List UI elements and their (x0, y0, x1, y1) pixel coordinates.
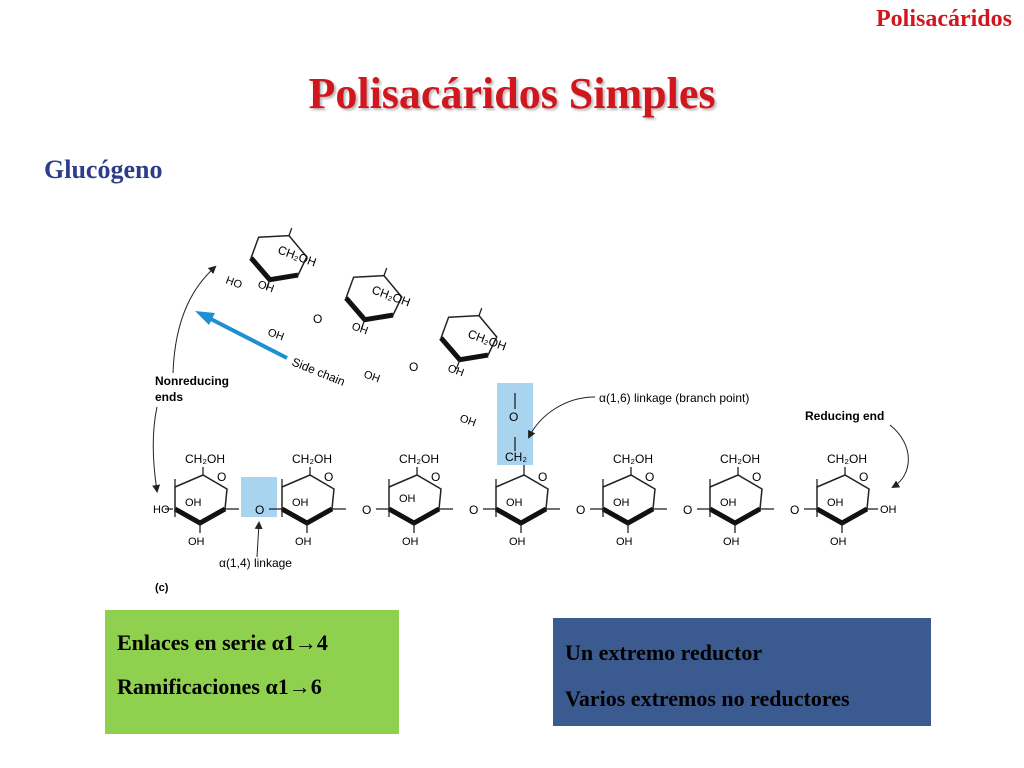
hydroxyl-label: OH (295, 536, 312, 548)
branch-oxygen: O (509, 410, 518, 424)
sugar-ring: CH₂OH O OH OH (815, 452, 870, 548)
hydroxyl-label: OH (506, 497, 523, 509)
branch-point-label: α(1,6) linkage (branch point) (599, 391, 749, 405)
section-label: Polisacáridos (876, 6, 1012, 32)
hydroxyl-label: OH (613, 497, 630, 509)
nonreducing-arrow-up (172, 265, 217, 374)
hydroxyl-label: OH (880, 504, 897, 516)
hydroxyl-label: OH (509, 536, 526, 548)
hydroxyl-label: OH (446, 363, 466, 380)
linkage-14-arrow (254, 521, 263, 558)
ch2oh-label: CH₂OH (370, 283, 412, 310)
side-chain-label: Side chain (290, 355, 347, 389)
hydroxyl-label: OH (350, 321, 370, 338)
nonreducing-label: Nonreducing (155, 374, 229, 388)
ch2oh-label: CH₂OH (276, 243, 318, 270)
side-chain-arrow (202, 313, 288, 360)
sugar-ring (344, 267, 403, 330)
branch-ring: O OH OH (494, 470, 549, 548)
ch2oh-label: CH₂OH (292, 452, 332, 466)
bridge-oxygen: O (576, 503, 585, 517)
reducing-end-label: Reducing end (805, 409, 884, 423)
bridge-oxygen: O (683, 503, 692, 517)
ch2oh-label: CH₂OH (613, 452, 653, 466)
ring-oxygen: O (217, 470, 226, 484)
ch2oh-label: CH₂OH (720, 452, 760, 466)
ring-oxygen: O (538, 470, 547, 484)
linkage-highlight (241, 477, 277, 517)
ch2oh-label: CH₂OH (827, 452, 867, 466)
reducing-end-text: Un extremo reductor (565, 640, 763, 665)
ch2oh-label: CH₂OH (185, 452, 225, 466)
ring-oxygen: O (859, 470, 868, 484)
side-chain-arrowhead (195, 311, 215, 325)
sugar-ring (439, 307, 498, 370)
alpha-linkages-box: Enlaces en serie α1→4 Ramificaciones α1→… (105, 610, 399, 734)
hydroxyl-label: OH (830, 536, 847, 548)
reducing-end-arrow (889, 424, 909, 489)
panel-label: (c) (155, 582, 169, 594)
linkage-14-label: α(1,4) linkage (219, 556, 292, 570)
glycogen-diagram: CH₂OH O OH OH HO CH₂OH O OH OH CH₂OH O O… (152, 227, 909, 594)
hydroxyl-label: OH (185, 497, 202, 509)
ring-oxygen: O (324, 470, 333, 484)
bridge-oxygen: O (255, 503, 264, 517)
ch2oh-label: CH₂OH (399, 452, 439, 466)
hydroxyl-label: OH (458, 413, 478, 430)
ring-oxygen: O (645, 470, 654, 484)
hydroxyl-label: OH (723, 536, 740, 548)
sugar-ring: CH₂OH O OH OH (601, 452, 656, 548)
hydroxyl-label: OH (827, 497, 844, 509)
serial-linkage-text: Enlaces en serie α1→4 (117, 630, 328, 655)
bridge-oxygen: O (409, 360, 418, 374)
bridge-oxygen: O (469, 503, 478, 517)
ring-oxygen: O (752, 470, 761, 484)
sugar-ring (249, 227, 308, 290)
sugar-ring: CH₂OH O OH OH (280, 452, 335, 548)
nonreducing-arrow-down (152, 406, 161, 493)
bridge-oxygen: O (790, 503, 799, 517)
hydroxyl-label: OH (188, 536, 205, 548)
hydroxyl-label: OH (616, 536, 633, 548)
ch2-label: CH₂ (505, 450, 527, 464)
sugar-ring: CH₂OH O OH OH (708, 452, 763, 548)
hydroxyl-label: OH (256, 279, 276, 296)
page-title: Polisacáridos Simples (308, 69, 716, 118)
nonreducing-label: ends (155, 390, 183, 404)
ring-oxygen: O (431, 470, 440, 484)
bridge-oxygen: O (362, 503, 371, 517)
ends-box: Un extremo reductor Varios extremos no r… (553, 618, 931, 726)
ch2oh-label: CH₂OH (466, 327, 508, 354)
hydroxyl-label: OH (399, 493, 416, 505)
hydroxyl-label: HO (224, 275, 244, 292)
nonreducing-ends-text: Varios extremos no reductores (565, 686, 850, 711)
branch-point-arrow (528, 396, 596, 439)
subtitle: Glucógeno (44, 155, 163, 184)
bridge-oxygen: O (313, 312, 322, 326)
hydroxyl-label: OH (720, 497, 737, 509)
hydroxyl-label: OH (266, 327, 286, 344)
hydroxyl-label: OH (362, 369, 382, 386)
hydroxyl-label: OH (402, 536, 419, 548)
sugar-ring: CH₂OH O OH OH (387, 452, 442, 548)
sugar-ring: CH₂OH O OH OH (173, 452, 228, 548)
hydroxyl-label: HO (153, 504, 170, 516)
hydroxyl-label: OH (292, 497, 309, 509)
branch-linkage-text: Ramificaciones α1→6 (117, 674, 322, 699)
